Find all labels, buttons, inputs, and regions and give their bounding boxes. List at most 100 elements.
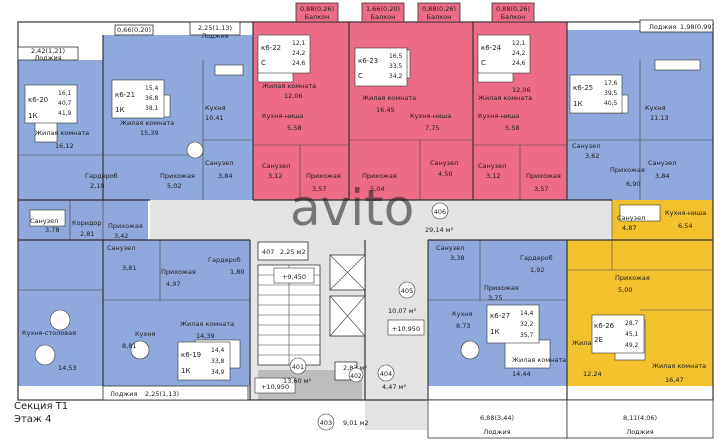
balcony-area: 0,88(0,26)	[422, 5, 456, 13]
room-name: Санузел	[262, 162, 290, 170]
flat-area: 49,2	[625, 342, 639, 349]
room-name: Санузел	[30, 217, 58, 225]
flat-area: 40,7	[58, 100, 72, 107]
flat-area: 32,2	[520, 321, 534, 328]
room-area: 3,84	[655, 172, 669, 180]
balcony-label: Балкон	[427, 13, 452, 21]
room-number: 403	[320, 419, 332, 427]
section-caption: Секция Т1	[14, 401, 68, 412]
room-name: Жилая комната	[512, 356, 566, 364]
flat-rooms: 1К	[181, 367, 190, 375]
room-name: Прихожая	[615, 274, 650, 282]
loggia-area: 2,25(1,13)	[198, 24, 232, 32]
room-area: 29,14 м²	[425, 226, 454, 234]
flat-area: 15,4	[145, 85, 159, 92]
loggia-area: 0,66(0,20)	[117, 26, 151, 34]
room-name: Жилая комната	[262, 82, 316, 90]
room-area: 14,44	[512, 370, 531, 378]
room-name: Гардероб	[85, 172, 118, 180]
flat-area: 16,1	[58, 90, 72, 97]
room-name: Санузел	[430, 159, 458, 167]
flat-area: 24,2	[292, 50, 306, 57]
room-name: Санузел	[648, 159, 676, 167]
room-name: Жилая комната	[35, 129, 89, 137]
flat-id: к6-21	[115, 91, 135, 99]
room-area: 6,90	[626, 180, 640, 188]
room-area: 3,12	[268, 172, 282, 180]
loggia-label: Лоджия	[626, 428, 653, 436]
flat-area: 40,5	[604, 100, 618, 107]
room-name: Кухня-ниша	[478, 112, 519, 120]
flat-area: 24,6	[292, 60, 306, 67]
room-area: 4,50	[438, 170, 452, 178]
flat-rooms: С	[358, 72, 363, 80]
flat-area: 45,1	[625, 331, 639, 338]
loggia-label: Лоджия	[201, 32, 228, 40]
room-name: Кухня-ниша	[410, 112, 451, 120]
flat-area: 36,8	[145, 95, 159, 102]
flat-tags: к6-20 1К 16,1 40,7 41,9 к6-21 1К 15,4 36…	[24, 34, 645, 381]
room-area: 12,06	[512, 86, 531, 94]
flat-rooms: С	[481, 59, 486, 67]
room-name: Гардероб	[208, 256, 241, 264]
room-name: Гардероб	[520, 254, 553, 262]
balcony-area: 0,88(0,26)	[300, 5, 334, 13]
room-area: 13,60 м²	[283, 377, 312, 385]
flat-id: к6-20	[28, 96, 48, 104]
loggia-label: Лоджия	[34, 54, 61, 62]
room-name: Кухня	[452, 310, 473, 318]
room-name: Кухня	[645, 104, 666, 112]
flat-rooms: 1К	[573, 100, 582, 108]
flat-area: 33,8	[211, 358, 225, 365]
flat-tag-24: к6-24 С 12,1 24,2 24,6	[477, 34, 531, 74]
room-number: 405	[401, 287, 413, 295]
room-area: 11,13	[650, 114, 669, 122]
room-area: 14,53	[58, 364, 77, 372]
room-area: 5,58	[287, 124, 301, 132]
flat-id: к6-24	[481, 44, 502, 52]
flat-tag-23: к6-23 С 16,5 33,5 34,2	[354, 47, 408, 87]
watermark-text: avito	[290, 179, 414, 237]
flat-tag-22: к6-22 С 12,1 24,2 24,6	[257, 34, 311, 74]
room-name: Жилая комната	[478, 94, 532, 102]
room-name: Прихожая	[108, 222, 143, 230]
room-name: Прихожая	[160, 172, 195, 180]
room-name: Кухня	[205, 104, 226, 112]
flat-area: 14,4	[211, 347, 225, 354]
room-name: Коридор	[72, 219, 102, 227]
flat-area: 33,5	[389, 63, 403, 70]
room-area: 2,81	[80, 230, 94, 238]
common-labels: 406 29,14 м² 407 2,25 м2 +9,450 405 10,0…	[261, 202, 454, 431]
room-area: 3,57	[534, 185, 548, 193]
flat-id: к6-27	[490, 312, 510, 320]
room-name: Кухня-ниша	[665, 209, 706, 217]
level-mark-box	[273, 267, 315, 284]
level-mark: +10,950	[261, 383, 289, 391]
room-area: 2,10	[90, 182, 104, 190]
room-area: 12,24	[583, 370, 602, 378]
corridor-fill-left	[150, 200, 262, 240]
room-name: Прихожая	[161, 268, 196, 276]
room-area: 10,41	[205, 114, 224, 122]
flat-area: 35,7	[520, 332, 534, 339]
flat-area: 14,4	[520, 310, 534, 317]
room-name: Кухня-ниша	[262, 112, 303, 120]
room-number: 401	[292, 363, 304, 371]
flat-tag-27: к6-27 1К 14,4 32,2 35,7	[486, 304, 540, 344]
room-number: 404	[380, 370, 392, 378]
room-area: 16,12	[55, 142, 74, 150]
loggia-area: 2,25(1,13)	[145, 390, 179, 398]
flat-tag-26: к6-26 2Е 28,7 45,1 49,2	[591, 314, 645, 354]
flat-rooms: 2Е	[594, 336, 603, 344]
flat-rooms: 1К	[28, 112, 37, 120]
flat-area: 34,2	[389, 73, 403, 80]
room-name: Жилая комната	[652, 362, 706, 370]
lift-shafts	[329, 254, 366, 337]
room-area: 12,06	[284, 92, 303, 100]
flat-id: к6-22	[261, 44, 281, 52]
level-mark-box-3	[254, 377, 296, 394]
room-area: 1,92	[530, 266, 544, 274]
room-number: 402	[350, 373, 362, 380]
room-name: Жилая комната	[180, 320, 234, 328]
